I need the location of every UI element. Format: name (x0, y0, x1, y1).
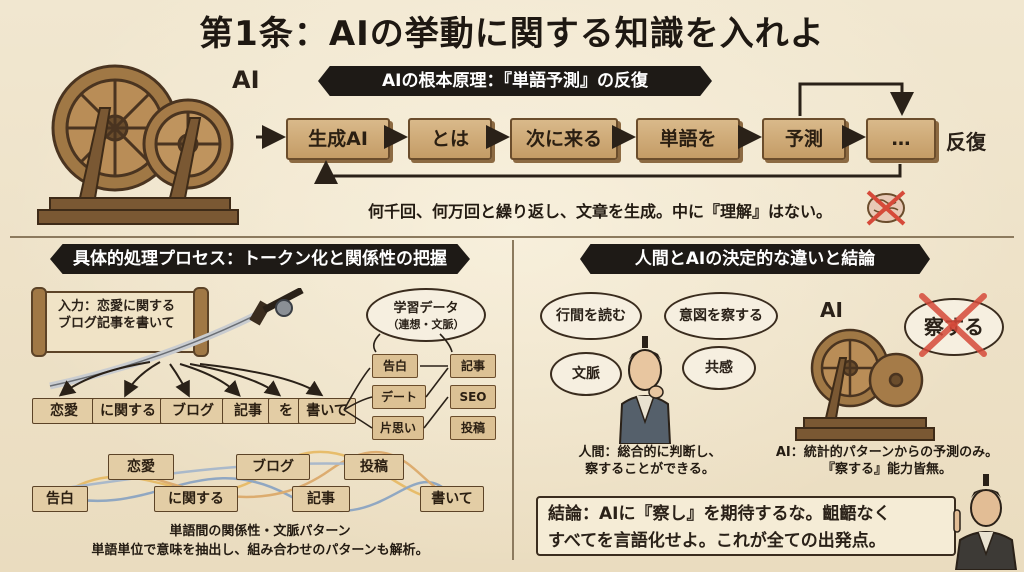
assoc-left-2: デート (372, 385, 426, 409)
scroll-text: 入力：恋愛に関する ブログ記事を書いて (58, 298, 175, 332)
ai-label-top: AI (232, 66, 260, 94)
scroll-icon (31, 287, 209, 357)
assoc-left-1: 告白 (372, 354, 418, 378)
page-title: 第1条：AIの挙動に関する知識を入れよ (199, 14, 825, 54)
ai-caption: AI：統計的パターンからの予測のみ。 『察する』能力皆無。 (756, 444, 1018, 478)
thought-cloud-2: 意図を察する (664, 292, 778, 340)
training-cloud-title: 学習データ (393, 301, 459, 316)
principle-banner: AIの根本原理：『単語予測』の反復 (318, 66, 712, 96)
network-node-2: ブログ (236, 454, 310, 480)
assoc-right-3: 投稿 (450, 416, 496, 440)
samurai-pointing-icon (953, 474, 1018, 570)
samurai-thinking-icon (618, 336, 672, 444)
gear-machine-icon (37, 64, 239, 225)
flow-box-6: … (866, 118, 936, 160)
network-caption-2: 単語単位で意味を抽出し、組み合わせのパターンも解析。 (91, 543, 429, 558)
assoc-arrows (343, 333, 453, 429)
ai-sasuru-cloud: 察する (904, 298, 1004, 356)
flow-box-5: 予測 (762, 118, 846, 160)
scroll-line-1: 入力：恋愛に関する (58, 299, 176, 314)
flow-box-1: 生成AI (286, 118, 390, 160)
flow-arrows (256, 82, 914, 184)
conclusion-line-1: 結論：AIに『察し』を期待するな。齟齬なく (548, 504, 891, 524)
section-divider-horizontal (10, 236, 1014, 238)
assoc-right-2: SEO (450, 385, 496, 409)
repeat-label: 反復 (946, 130, 986, 154)
human-caption: 人間：総合的に判断し、 察することができる。 (560, 444, 740, 478)
network-node-3: 投稿 (344, 454, 404, 480)
token-2: に関する (92, 398, 164, 424)
training-data-cloud: 学習データ （連想・文脈） (366, 288, 486, 342)
gear-machine-small-icon (795, 328, 935, 441)
ai-caption-line-2: 『察する』能力皆無。 (821, 462, 952, 477)
assoc-right-1: 記事 (450, 354, 496, 378)
network-node-7: 書いて (420, 486, 484, 512)
training-cloud-subtitle: （連想・文脈） (387, 318, 465, 331)
katana-icon (49, 288, 304, 390)
conclusion-line-2: すべてを言語化せよ。これが全ての出発点。 (548, 531, 886, 551)
assoc-left-3: 片思い (372, 416, 424, 440)
section-divider-vertical (512, 240, 514, 560)
thought-cloud-1: 行間を読む (540, 292, 642, 340)
ai-label-right: AI (820, 298, 843, 322)
process-banner: 具体的処理プロセス：トークン化と関係性の把握 (50, 244, 470, 274)
token-3: ブログ (160, 398, 226, 424)
conclusion-box: 結論：AIに『察し』を期待するな。齟齬なく すべてを言語化せよ。これが全ての出発… (536, 496, 956, 556)
network-caption-1: 単語間の関係性・文脈パターン (169, 524, 351, 539)
token-arrows (58, 361, 324, 398)
principle-caption: 何千回、何万回と繰り返し、文章を生成。中に『理解』はない。 (367, 202, 832, 221)
token-4: 記事 (222, 398, 274, 424)
network-node-5: に関する (154, 486, 238, 512)
difference-banner: 人間とAIの決定的な違いと結論 (580, 244, 930, 274)
flow-box-2: とは (408, 118, 492, 160)
network-node-4: 告白 (32, 486, 88, 512)
network-node-6: 記事 (292, 486, 350, 512)
thought-cloud-4: 共感 (682, 346, 756, 390)
thought-cloud-3: 文脈 (550, 352, 622, 396)
network-node-1: 恋愛 (108, 454, 174, 480)
human-caption-line-2: 察することができる。 (585, 462, 715, 477)
flow-box-3: 次に来る (510, 118, 618, 160)
brain-crossed-icon (866, 190, 906, 226)
token-1: 恋愛 (32, 398, 96, 424)
human-caption-line-1: 人間：総合的に判断し、 (578, 445, 722, 460)
cross-mark-icon (919, 293, 987, 357)
ai-caption-line-1: AI：統計的パターンからの予測のみ。 (775, 445, 999, 460)
token-6: 書いて (298, 398, 356, 424)
scroll-line-2: ブログ記事を書いて (58, 316, 175, 331)
